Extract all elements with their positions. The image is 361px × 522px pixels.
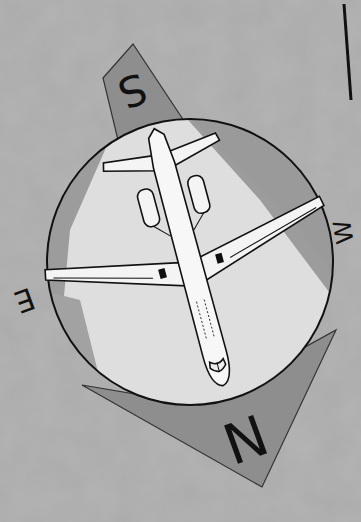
direction-letter: W: [330, 218, 358, 246]
compass-ring: [47, 119, 333, 405]
dark-wedge: [40, 290, 110, 420]
edge-line: [344, 4, 351, 100]
airplane: [15, 91, 361, 422]
light-wedge: [60, 100, 335, 420]
